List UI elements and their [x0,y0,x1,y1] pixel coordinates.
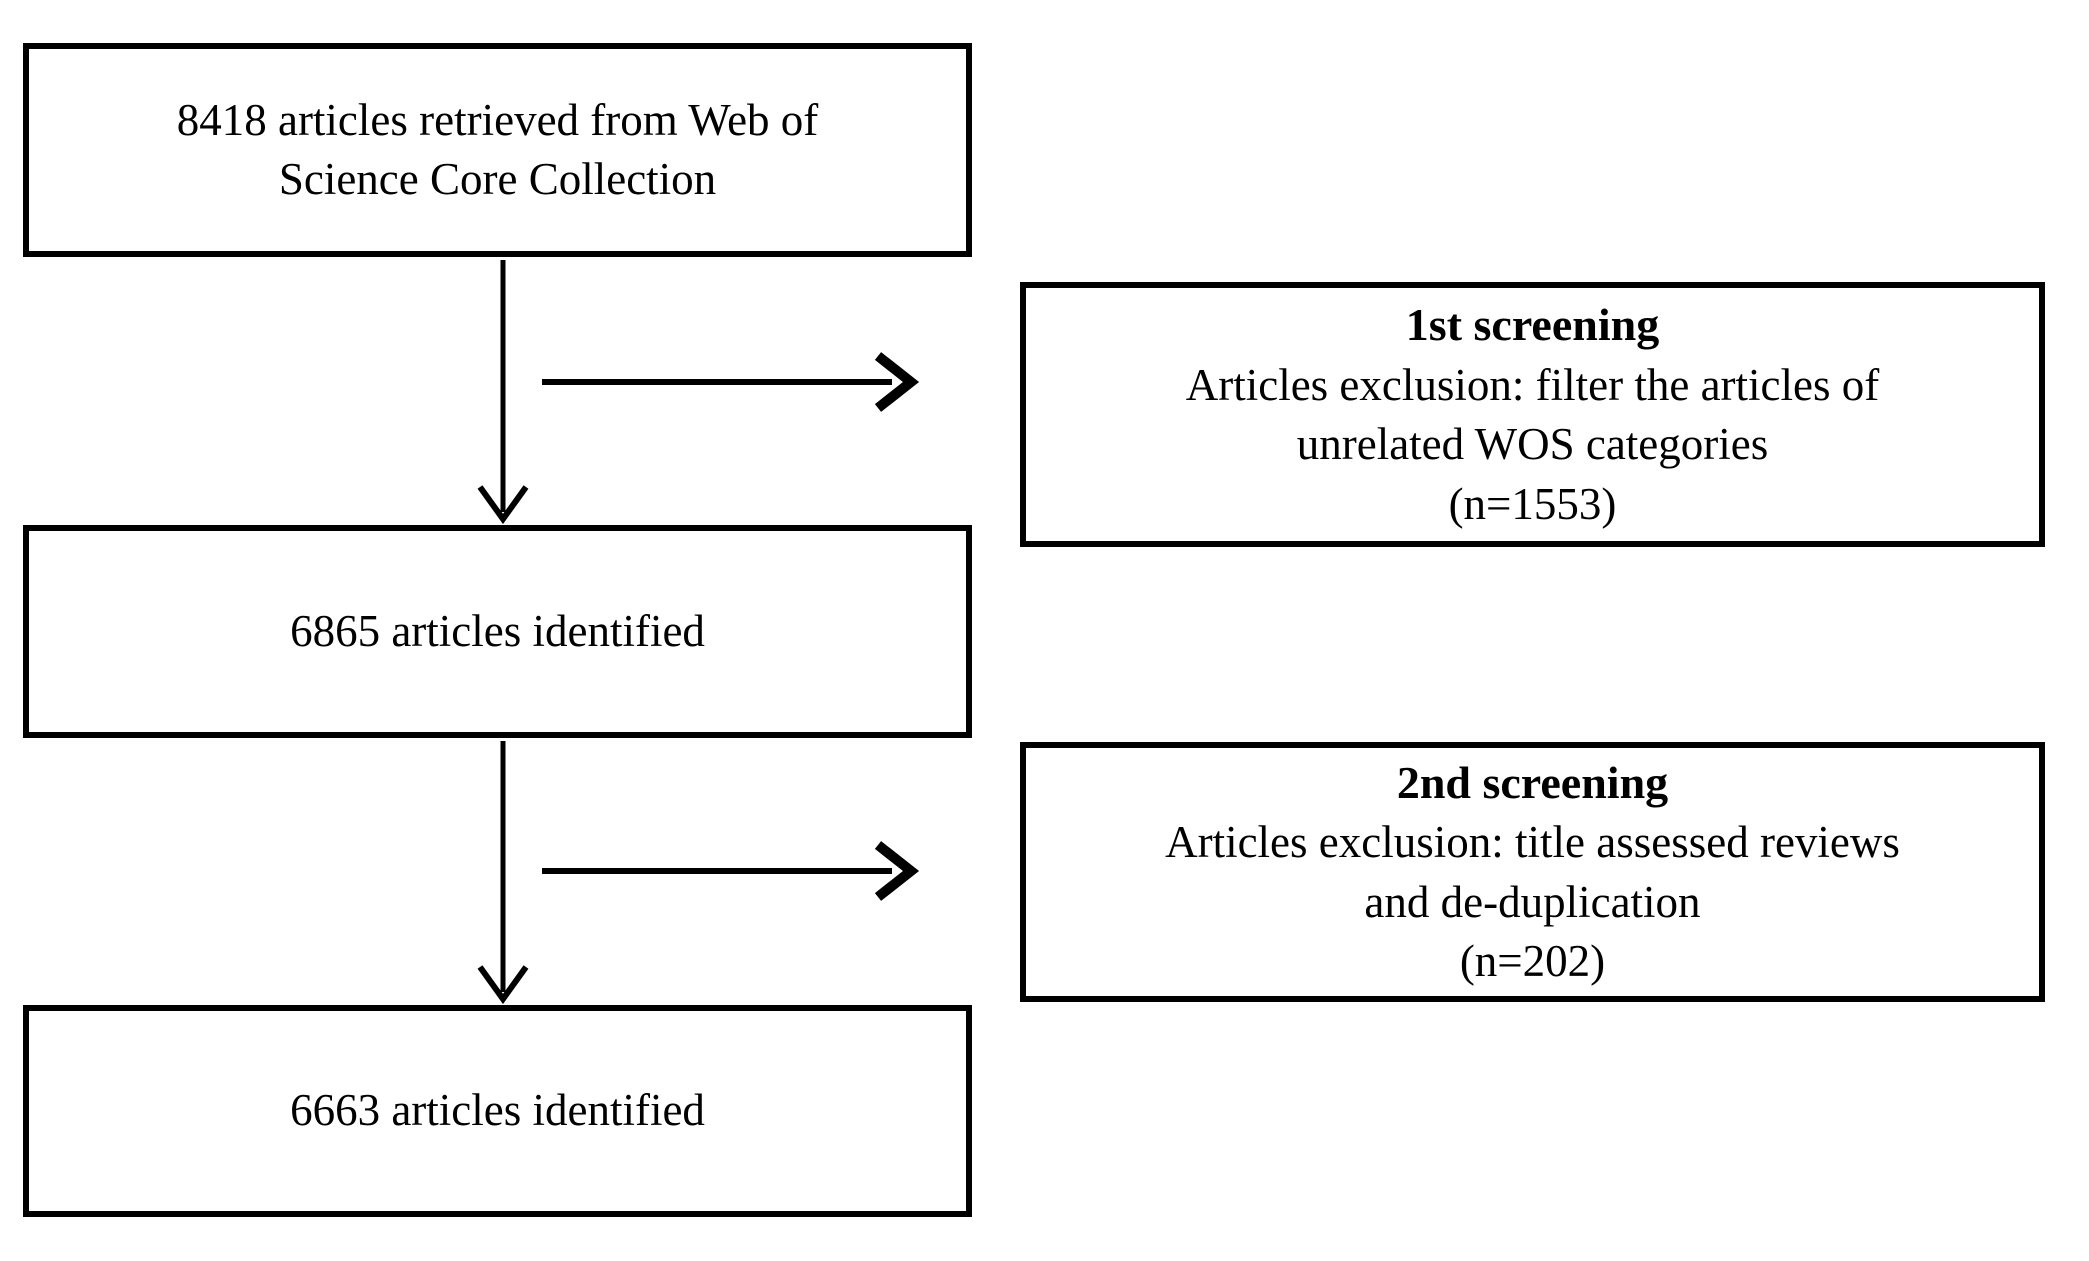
box-articles-retrieved-line-1: 8418 articles retrieved from Web of [176,94,819,145]
second-screening-title: 2nd screening [1396,756,1669,808]
first-screening-description-line-1: Articles exclusion: filter the articles … [1185,359,1880,410]
box-first-screening: 1st screening Articles exclusion: filter… [1020,282,2045,547]
box-articles-retrieved-line-2: Science Core Collection [278,154,717,204]
first-screening-title: 1st screening [1405,299,1660,351]
first-screening-count: (n=1553) [1448,478,1617,529]
box-articles-identified-second: 6663 articles identified [23,1005,972,1217]
first-screening-description-line-2: unrelated WOS categories [1296,419,1769,470]
box-articles-identified-second-label: 6663 articles identified [290,1085,705,1136]
second-screening-description-line-1: Articles exclusion: title assessed revie… [1165,817,1900,868]
box-articles-identified-first-label: 6865 articles identified [290,605,705,656]
second-screening-count: (n=202) [1459,936,1606,987]
box-articles-identified-first: 6865 articles identified [23,525,972,738]
box-second-screening: 2nd screening Articles exclusion: title … [1020,742,2045,1002]
arrow-down-first [477,260,529,525]
arrow-right-first-screening [542,352,920,412]
arrow-right-second-screening [542,841,920,901]
arrow-down-second [477,741,529,1005]
second-screening-description-line-2: and de-duplication [1364,876,1701,927]
box-articles-retrieved: 8418 articles retrieved from Web of Scie… [23,43,972,257]
